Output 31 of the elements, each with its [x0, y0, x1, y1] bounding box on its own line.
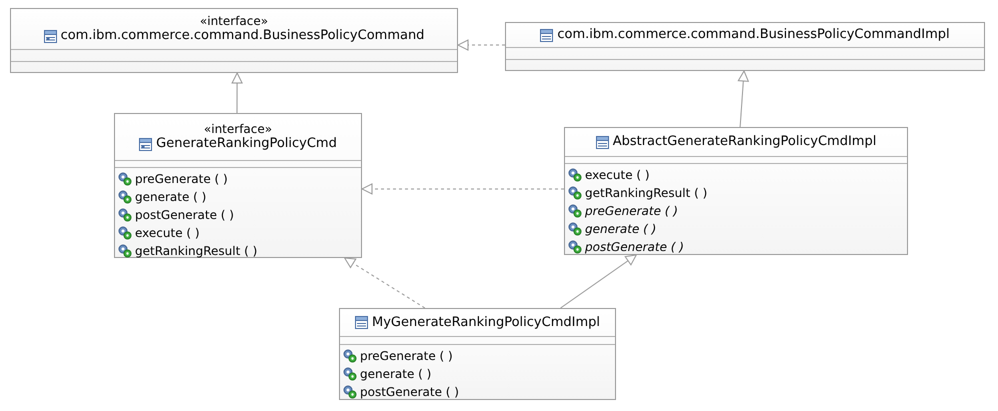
class-box — [564, 127, 908, 255]
class-name: com.ibm.commerce.command.BusinessPolicyCommand — [60, 28, 424, 44]
method-name: generate ( ) — [360, 367, 432, 381]
class-name: GenerateRankingPolicyCmd — [156, 136, 337, 152]
method-name: postGenerate ( ) — [135, 208, 234, 222]
stereotype-label: «interface» — [200, 14, 268, 28]
class-box — [505, 22, 985, 71]
stereotype-label: «interface» — [204, 122, 272, 136]
class-name: AbstractGenerateRankingPolicyCmdImpl — [612, 134, 876, 150]
method-name: execute ( ) — [585, 168, 650, 182]
method-name: getRankingResult ( ) — [585, 186, 708, 200]
generalization-arrow — [232, 72, 243, 114]
method-name: generate ( ) — [585, 222, 656, 236]
method-name: preGenerate ( ) — [585, 204, 678, 218]
class-box — [339, 308, 616, 400]
method-name: preGenerate ( ) — [135, 172, 228, 186]
generalization-arrow — [560, 254, 637, 308]
method-name: preGenerate ( ) — [360, 349, 453, 363]
realization-arrow — [362, 183, 564, 194]
generalization-arrow — [738, 70, 749, 128]
class-name: MyGenerateRankingPolicyCmdImpl — [372, 314, 600, 330]
method-name: postGenerate ( ) — [360, 385, 459, 399]
interface-box — [10, 8, 458, 73]
realization-arrow — [344, 258, 426, 308]
realization-arrow — [458, 40, 506, 51]
interface-box — [114, 113, 362, 258]
method-name: postGenerate ( ) — [585, 240, 684, 254]
method-name: getRankingResult ( ) — [135, 244, 258, 258]
class-name: com.ibm.commerce.command.BusinessPolicyCommandImpl — [557, 27, 950, 43]
method-name: generate ( ) — [135, 190, 206, 204]
method-name: execute ( ) — [135, 226, 200, 240]
